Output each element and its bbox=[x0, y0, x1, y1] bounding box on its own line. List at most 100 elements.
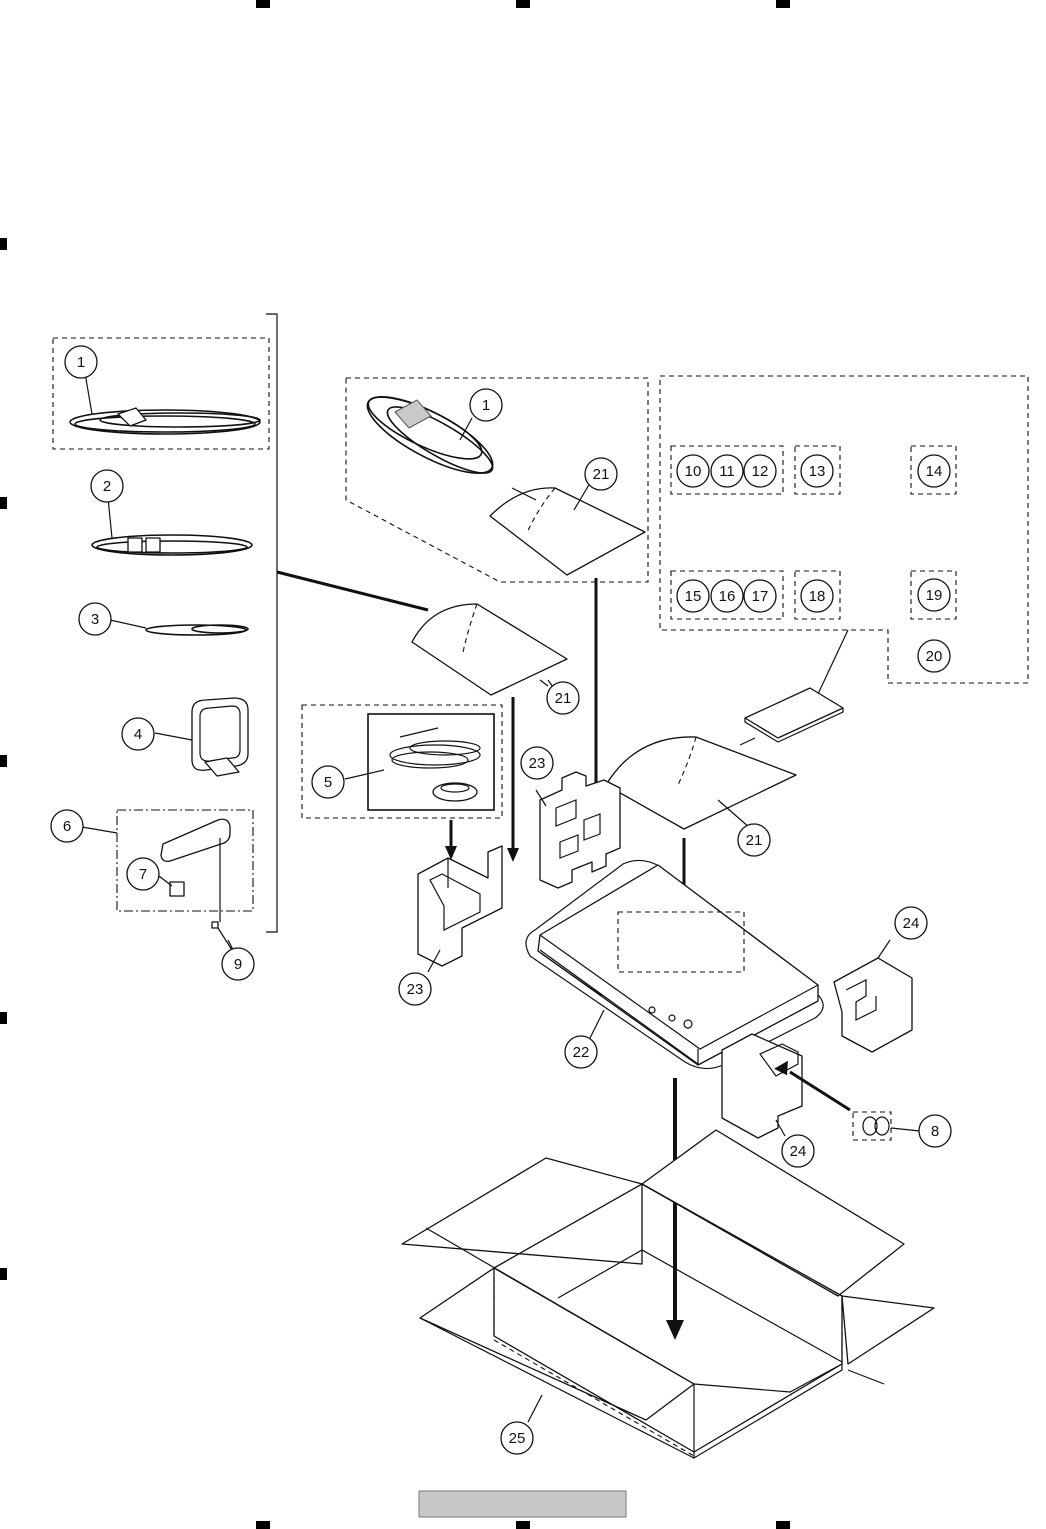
callout-number: 20 bbox=[926, 648, 943, 665]
callout-circle bbox=[50, 809, 84, 843]
accessory-group bbox=[52, 313, 503, 951]
callout-number: 21 bbox=[555, 690, 572, 707]
callout-number: 23 bbox=[529, 755, 546, 772]
callout-number: 11 bbox=[719, 463, 735, 480]
callout-23: 23 bbox=[398, 972, 432, 1006]
callout-circle bbox=[917, 454, 951, 488]
callout-circle bbox=[781, 1134, 815, 1168]
callout-21: 21 bbox=[737, 823, 771, 857]
end-cap-right-part bbox=[833, 957, 913, 1053]
wire-part bbox=[109, 619, 249, 636]
document-group bbox=[605, 375, 1029, 938]
callout-9: 9 bbox=[221, 947, 255, 981]
callout-6: 6 bbox=[50, 809, 84, 843]
callout-circle bbox=[676, 579, 710, 613]
callout-number: 15 bbox=[685, 588, 702, 605]
callout-number: 21 bbox=[593, 466, 610, 483]
callout-1: 1 bbox=[469, 388, 503, 422]
callout-circle bbox=[90, 469, 124, 503]
remote-control-part bbox=[81, 818, 233, 951]
callout-circle bbox=[398, 972, 432, 1006]
callout-number: 8 bbox=[931, 1123, 939, 1140]
callout-number: 21 bbox=[746, 832, 763, 849]
callout-1: 1 bbox=[64, 345, 98, 379]
audio-cable-part bbox=[91, 497, 253, 556]
power-cord-part bbox=[69, 372, 261, 435]
callout-circle bbox=[743, 579, 777, 613]
callout-5: 5 bbox=[311, 765, 345, 799]
callout-circle bbox=[800, 579, 834, 613]
callout-16: 16 bbox=[710, 579, 744, 613]
callout-number: 23 bbox=[407, 981, 424, 998]
callout-15: 15 bbox=[676, 579, 710, 613]
callout-number: 24 bbox=[903, 915, 920, 932]
callout-number: 4 bbox=[134, 726, 142, 743]
callout-number: 14 bbox=[926, 463, 943, 480]
callout-circle bbox=[126, 857, 160, 891]
footer-bar bbox=[418, 1490, 627, 1518]
callout-24: 24 bbox=[781, 1134, 815, 1168]
callout-number: 9 bbox=[234, 956, 242, 973]
callout-2: 2 bbox=[90, 469, 124, 503]
callout-number: 3 bbox=[91, 611, 99, 628]
foam-pad-left-part bbox=[417, 845, 503, 967]
callout-number: 10 bbox=[685, 463, 702, 480]
callout-21: 21 bbox=[584, 457, 618, 491]
callout-circle bbox=[743, 454, 777, 488]
callout-number: 19 bbox=[926, 587, 943, 604]
microphone-part bbox=[344, 727, 481, 802]
callout-circle bbox=[311, 765, 345, 799]
callout-circle bbox=[676, 454, 710, 488]
power-cord-uk-part bbox=[366, 396, 494, 474]
callout-circle bbox=[800, 454, 834, 488]
callout-circle bbox=[500, 1421, 534, 1455]
loop-antenna-part bbox=[154, 697, 249, 777]
callout-circle bbox=[78, 602, 112, 636]
callout-number: 18 bbox=[809, 588, 826, 605]
callout-14: 14 bbox=[917, 454, 951, 488]
callout-number: 6 bbox=[63, 818, 71, 835]
callout-number: 22 bbox=[573, 1044, 590, 1061]
end-cap-left-part bbox=[721, 1033, 851, 1139]
callout-number: 16 bbox=[719, 588, 736, 605]
callout-number: 1 bbox=[482, 397, 490, 414]
callout-number: 12 bbox=[752, 463, 769, 480]
callout-3: 3 bbox=[78, 602, 112, 636]
callout-circle bbox=[710, 579, 744, 613]
callout-4: 4 bbox=[121, 717, 155, 751]
callout-circle bbox=[64, 345, 98, 379]
callout-24: 24 bbox=[894, 906, 928, 940]
carton-box-part bbox=[401, 1129, 935, 1460]
callout-circle bbox=[710, 454, 744, 488]
callout-circle bbox=[520, 746, 554, 780]
callout-21: 21 bbox=[546, 681, 580, 715]
callout-circle bbox=[121, 717, 155, 751]
callout-20: 20 bbox=[917, 639, 951, 673]
callout-circle bbox=[584, 457, 618, 491]
callout-18: 18 bbox=[800, 579, 834, 613]
callout-circle bbox=[546, 681, 580, 715]
callout-number: 1 bbox=[77, 354, 85, 371]
callout-number: 25 bbox=[509, 1430, 526, 1447]
callout-circle bbox=[737, 823, 771, 857]
cord-bag-group bbox=[345, 377, 649, 808]
callout-number: 13 bbox=[809, 463, 826, 480]
callout-13: 13 bbox=[800, 454, 834, 488]
callout-circle bbox=[469, 388, 503, 422]
dvd-player-part bbox=[525, 859, 824, 1070]
callout-number: 7 bbox=[139, 866, 147, 883]
callout-circle bbox=[918, 1114, 952, 1148]
callout-22: 22 bbox=[564, 1035, 598, 1069]
callout-17: 17 bbox=[743, 579, 777, 613]
callout-circle bbox=[894, 906, 928, 940]
callout-23: 23 bbox=[520, 746, 554, 780]
bag-part bbox=[411, 603, 568, 862]
callout-number: 24 bbox=[790, 1143, 807, 1160]
callout-12: 12 bbox=[743, 454, 777, 488]
callout-25: 25 bbox=[500, 1421, 534, 1455]
callout-7: 7 bbox=[126, 857, 160, 891]
registration-marks bbox=[0, 0, 790, 1529]
callout-19: 19 bbox=[917, 578, 951, 612]
